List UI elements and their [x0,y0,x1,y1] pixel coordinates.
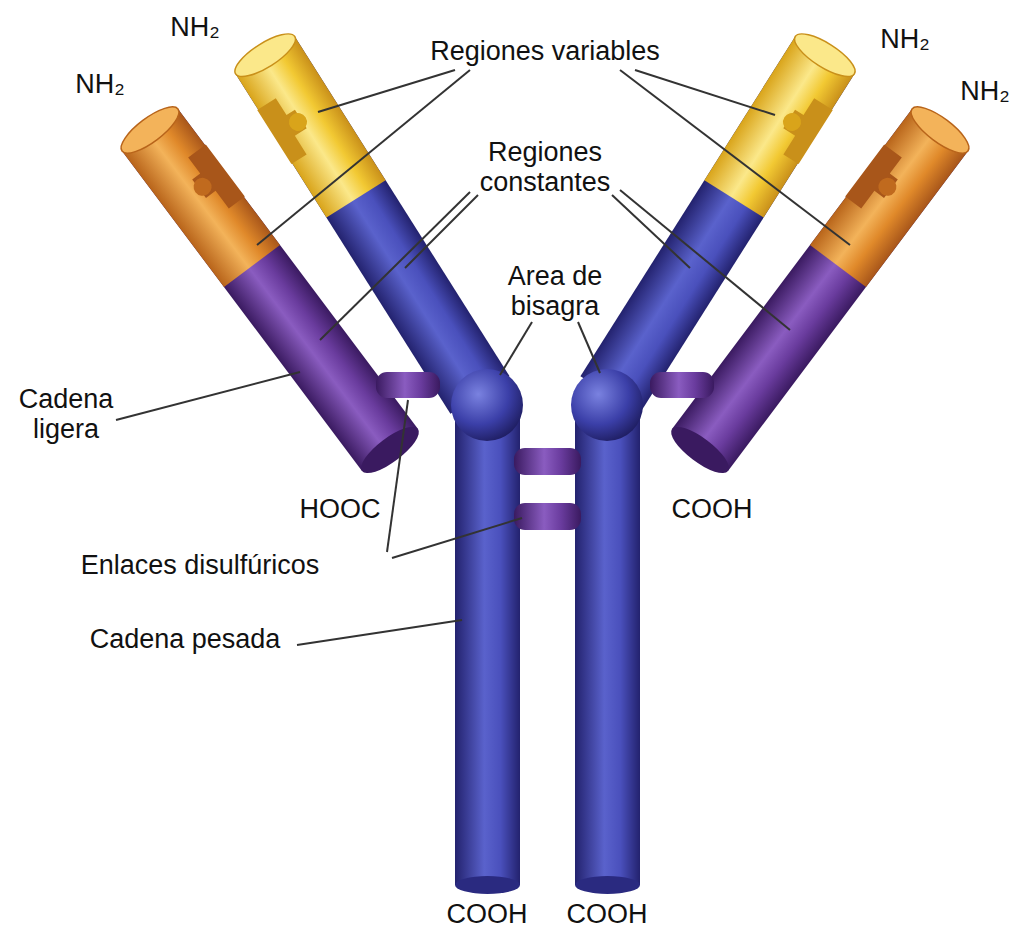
terminus-label: COOH [672,495,753,525]
disulfide-bridge [514,448,581,475]
part-label: Cadena ligera [6,385,126,444]
terminus-label: NH₂ [880,25,929,55]
region-label: Regiones constantes [455,138,635,197]
part-label: Enlaces disulfúricos [81,551,320,581]
terminus-label: COOH [447,900,528,930]
heavy-chain-arm-left [228,26,509,414]
part-label: Cadena pesada [90,625,281,655]
terminus-label: NH₂ [960,77,1009,107]
heavy-chain-stem-left [455,405,520,885]
hinge-ball [451,369,523,441]
heavy-chain-arm-right [580,26,861,414]
heavy-chain-stem-right [575,405,640,885]
region-label: Area de bisagra [480,262,630,321]
terminus-label: NH₂ [75,70,124,100]
disulfide-link-left [376,372,440,398]
hinge-ball [571,369,643,441]
disulfide-link-right [650,372,714,398]
terminus-label: HOOC [300,495,381,525]
disulfide-bridge [514,503,581,530]
terminus-label: NH₂ [170,13,219,43]
terminus-label: COOH [567,900,648,930]
region-label: Regiones variables [430,37,660,67]
